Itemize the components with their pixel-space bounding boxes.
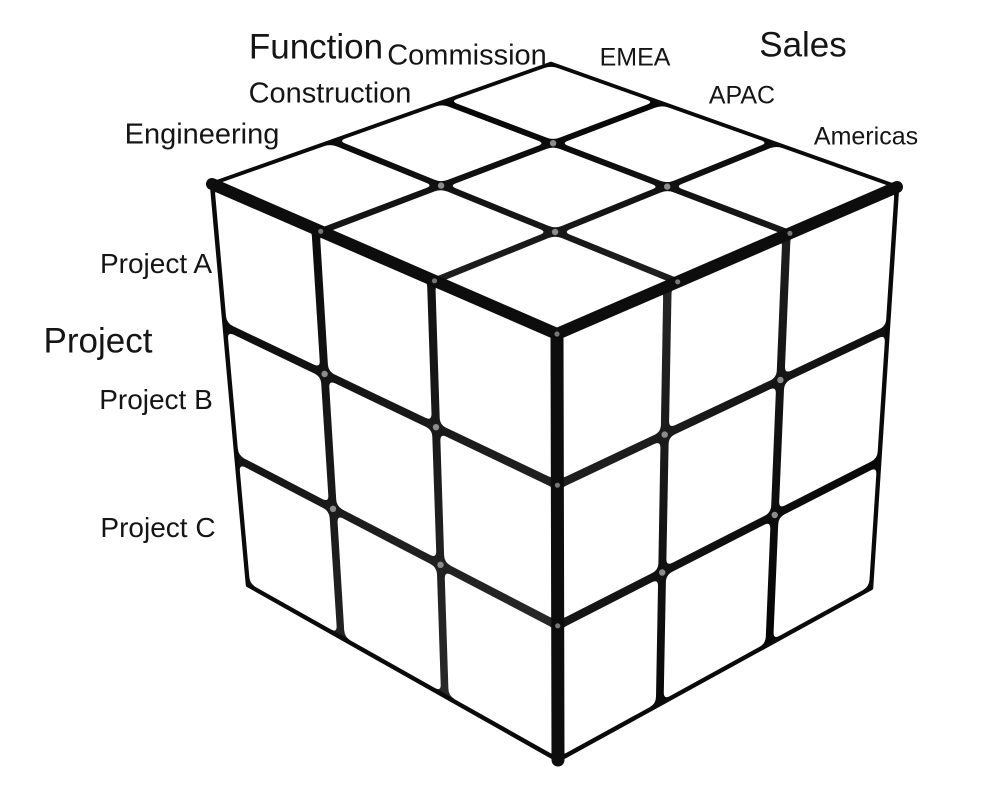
edge-highlight-dot bbox=[675, 279, 681, 285]
cube-tile-left-2-2 bbox=[444, 573, 556, 754]
axis-label-project-c: Project C bbox=[100, 512, 216, 543]
cube-tile-left-1-2 bbox=[440, 435, 556, 618]
cube-tile-left-2-0 bbox=[239, 466, 337, 631]
edge-highlight-dot bbox=[554, 482, 561, 488]
cube-tile-right-0-1 bbox=[669, 241, 782, 426]
cube-tile-right-1-2 bbox=[779, 336, 885, 507]
cube-tile-right-1-1 bbox=[666, 388, 776, 564]
cube-tile-top-0-1 bbox=[564, 106, 765, 183]
axis-title-function: Function bbox=[248, 27, 384, 67]
axis-label-project-b: Project B bbox=[99, 384, 213, 415]
grid-intersection-dot bbox=[551, 228, 559, 236]
cube-tile-right-0-2 bbox=[784, 192, 895, 372]
cube-tile-left-1-1 bbox=[329, 382, 437, 557]
edge-highlight-dot bbox=[555, 623, 561, 629]
axis-title-project: Project bbox=[43, 321, 153, 361]
cube-tile-right-2-2 bbox=[773, 469, 877, 638]
grid-intersection-dot bbox=[437, 561, 444, 568]
cube-edge bbox=[206, 178, 563, 340]
axis-label-apac: APAC bbox=[708, 81, 776, 110]
cube-tile-right-1-0 bbox=[559, 443, 661, 618]
cube-tile-top-1-0 bbox=[342, 105, 542, 182]
edge-highlight-dot bbox=[787, 230, 793, 236]
grid-intersection-dot bbox=[321, 370, 328, 378]
cube-tile-right-0-0 bbox=[559, 292, 664, 478]
grid-intersection-dot bbox=[437, 182, 445, 189]
axis-label-emea: EMEA bbox=[599, 43, 671, 72]
grid-intersection-dot bbox=[659, 569, 666, 576]
cube-edge bbox=[551, 181, 903, 340]
axis-label-commission: Commission bbox=[387, 39, 547, 72]
axis-label-engineering: Engineering bbox=[124, 118, 280, 151]
axis-title-sales: Sales bbox=[759, 25, 847, 65]
grid-intersection-dot bbox=[771, 511, 778, 519]
edge-highlight-dot bbox=[554, 331, 560, 337]
cube-tile-left-0-2 bbox=[435, 285, 556, 478]
cube-tile-right-2-0 bbox=[559, 581, 659, 754]
axis-label-project-a: Project A bbox=[99, 248, 213, 279]
cube-edge bbox=[550, 327, 565, 767]
cube-tile-left-0-0 bbox=[215, 189, 320, 366]
edge-highlight-dot bbox=[431, 278, 438, 284]
cube-tile-left-2-1 bbox=[337, 517, 441, 690]
grid-intersection-dot bbox=[664, 183, 671, 190]
cube-tile-top-1-1 bbox=[452, 147, 656, 228]
cube-tile-right-2-1 bbox=[663, 523, 771, 698]
axis-label-americas: Americas bbox=[813, 122, 919, 151]
cube-tile-top-0-0 bbox=[454, 66, 651, 139]
cube-tile-left-1-0 bbox=[228, 333, 329, 501]
grid-intersection-dot bbox=[432, 424, 440, 431]
grid-intersection-dot bbox=[549, 140, 557, 147]
grid-intersection-dot bbox=[329, 505, 337, 512]
grid-intersection-dot bbox=[661, 431, 668, 438]
edge-highlight-dot bbox=[318, 228, 324, 234]
axis-label-construction: Construction bbox=[248, 77, 412, 110]
grid-intersection-dot bbox=[777, 376, 784, 384]
cube-tile-left-0-1 bbox=[320, 235, 432, 419]
